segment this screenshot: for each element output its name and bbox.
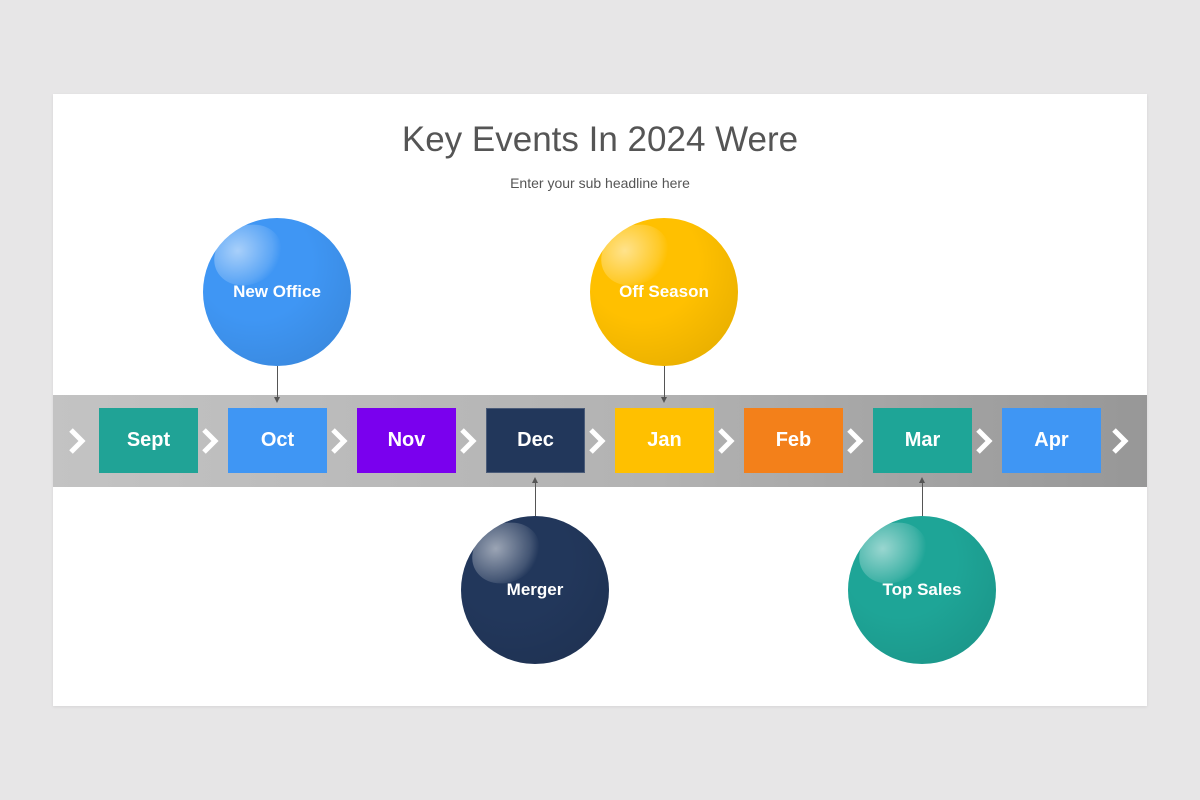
connector-line [664, 366, 665, 399]
chevron-right-icon [201, 425, 221, 457]
month-box-oct: Oct [228, 408, 327, 473]
event-label: Top Sales [882, 580, 962, 599]
event-circle-top-sales: Top Sales [848, 516, 996, 664]
slide-subtitle: Enter your sub headline here [510, 175, 690, 191]
chevron-right-icon [846, 425, 866, 457]
chevron-right-icon [588, 425, 608, 457]
connector-line [277, 366, 278, 399]
arrow-up-icon [919, 477, 925, 483]
event-circle-merger: Merger [461, 516, 609, 664]
event-circle-new-office: New Office [203, 218, 351, 366]
slide-title: Key Events In 2024 Were [401, 120, 799, 159]
slide: Key Events In 2024 Were Enter your sub h… [53, 94, 1147, 706]
event-label: New Office [233, 282, 321, 301]
arrow-up-icon [532, 477, 538, 483]
event-label: Off Season [619, 282, 709, 301]
month-box-nov: Nov [357, 408, 456, 473]
month-box-sept: Sept [99, 408, 198, 473]
event-label: Merger [506, 580, 564, 599]
month-box-jan: Jan [615, 408, 714, 473]
connector-line [535, 482, 536, 516]
chevron-right-icon [975, 425, 995, 457]
month-box-mar: Mar [873, 408, 972, 473]
month-box-apr: Apr [1002, 408, 1101, 473]
chevron-right-icon [459, 425, 479, 457]
event-circle-off-season: Off Season [590, 218, 738, 366]
month-box-dec: Dec [486, 408, 585, 473]
chevron-right-icon [330, 425, 350, 457]
arrow-down-icon [661, 397, 667, 403]
arrow-down-icon [274, 397, 280, 403]
connector-line [922, 482, 923, 516]
month-box-feb: Feb [744, 408, 843, 473]
chevron-right-icon [717, 425, 737, 457]
chevron-right-icon [1111, 425, 1131, 457]
chevron-right-icon [68, 425, 88, 457]
